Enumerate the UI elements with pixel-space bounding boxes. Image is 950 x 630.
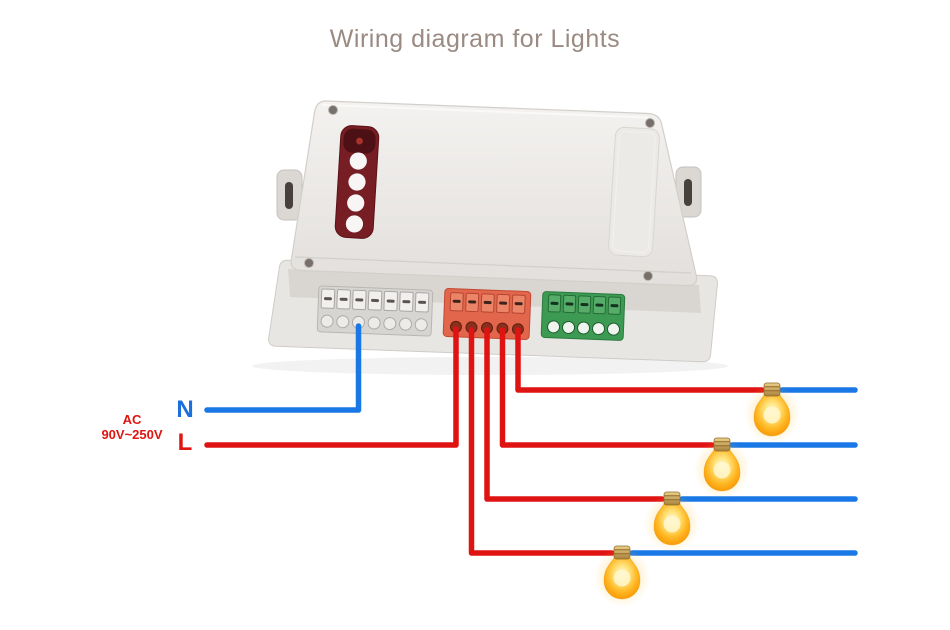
wire-hole <box>336 315 350 329</box>
live-output-wire-2 <box>499 327 715 448</box>
ear-slot <box>684 179 692 206</box>
terminal-block-neutral <box>316 285 434 337</box>
live-input-wire <box>204 326 459 448</box>
neutral-label: N <box>176 396 194 423</box>
status-led <box>356 137 363 145</box>
wires <box>204 323 858 556</box>
screw-hole <box>328 105 338 115</box>
screw-hole <box>643 271 653 281</box>
device-top-highlight <box>321 104 649 119</box>
terminal-block-live <box>442 287 532 341</box>
button-panel <box>334 125 380 239</box>
screw-hole <box>304 258 314 268</box>
ear-slot <box>285 182 293 209</box>
device-button-2 <box>348 173 366 191</box>
wire-hole <box>367 316 381 330</box>
wire-hole <box>592 322 606 336</box>
smart-switch-device <box>268 100 718 363</box>
label-recess <box>608 126 660 258</box>
ac-voltage-line2: 90V~250V <box>101 426 163 442</box>
live-output-wire-4 <box>468 327 615 556</box>
device-button-4 <box>345 215 364 233</box>
live-output-wire-3 <box>484 327 665 502</box>
wire-hole <box>577 321 591 335</box>
wire-hole <box>320 314 334 328</box>
wire-hole <box>383 317 397 331</box>
neutral-input-wire <box>204 323 362 413</box>
diagram-title: Wiring diagram for Lights <box>329 25 621 53</box>
ac-voltage-label: AC 90V~250V <box>90 412 174 443</box>
device-top-face <box>290 100 698 287</box>
wire-hole <box>399 317 413 331</box>
live-output-wire-1 <box>515 327 765 393</box>
terminal-block-output <box>540 291 626 341</box>
live-label: L <box>177 429 193 456</box>
device-seam-line <box>294 256 692 274</box>
wire-hole <box>414 318 428 332</box>
device-button-1 <box>349 152 367 170</box>
wire-hole <box>562 320 576 334</box>
device-shadow <box>252 357 728 375</box>
wire-hole <box>607 322 621 336</box>
ac-voltage-line1: AC <box>122 412 142 427</box>
screw-hole <box>645 118 655 128</box>
wire-hole <box>547 320 561 334</box>
device-button-3 <box>347 194 365 212</box>
mounting-ear-right <box>675 166 702 218</box>
